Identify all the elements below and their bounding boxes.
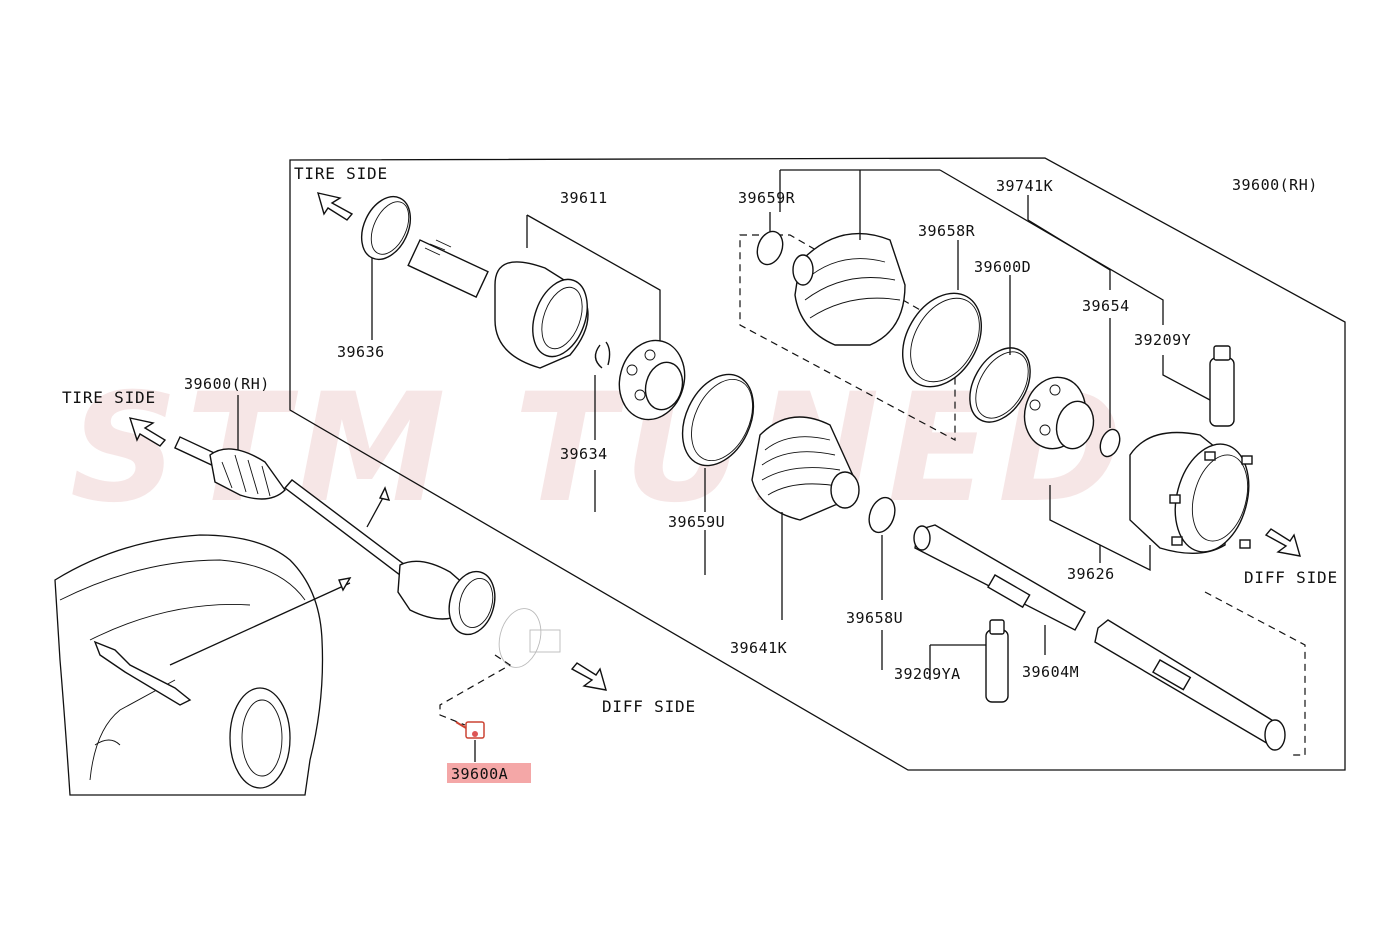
part-39658U-clamp[interactable]	[865, 494, 900, 536]
label-diff-side-right: DIFF SIDE	[1244, 568, 1338, 587]
label-39209Y: 39209Y	[1134, 331, 1191, 349]
label-diff-side-bottom: DIFF SIDE	[602, 697, 696, 716]
label-39741K: 39741K	[996, 177, 1053, 195]
dashed-outline-boot-group	[739, 234, 956, 442]
label-39658R: 39658R	[918, 222, 976, 240]
part-39604M-shaft[interactable]	[913, 524, 1086, 631]
part-inner-race-2[interactable]	[1017, 370, 1099, 455]
part-39659R-ring[interactable]	[753, 228, 787, 268]
arrow-tire-side-top-icon	[317, 192, 354, 221]
exploded-view-frame	[289, 157, 1346, 771]
part-39600A-bolt[interactable]	[455, 721, 485, 739]
part-39626-housing[interactable]	[1129, 431, 1260, 561]
part-shaft-lower[interactable]	[1094, 619, 1286, 751]
assembled-driveshaft-39600RH[interactable]	[173, 436, 502, 640]
arrow-up-right-icon	[366, 486, 391, 528]
part-39634-circlip[interactable]	[594, 341, 611, 369]
arrow-diff-side-bottom-icon	[570, 662, 607, 691]
label-39634: 39634	[560, 445, 608, 463]
label-39600RH-top: 39600(RH)	[1232, 176, 1318, 194]
label-39658U: 39658U	[846, 609, 903, 627]
label-39641K: 39641K	[730, 639, 787, 657]
part-boot-upper[interactable]	[792, 232, 906, 346]
part-39659U-band[interactable]	[669, 363, 768, 477]
ghost-differential-flange	[498, 608, 561, 668]
part-39658R-band[interactable]	[887, 279, 998, 401]
part-39600D-ring[interactable]	[957, 337, 1042, 432]
vehicle-silhouette	[54, 534, 352, 796]
label-39611: 39611	[560, 189, 608, 207]
label-39659U: 39659U	[668, 513, 725, 531]
label-39626: 39626	[1067, 565, 1115, 583]
part-39641K-boot[interactable]	[751, 416, 860, 521]
label-39600D: 39600D	[974, 258, 1031, 276]
part-39209Y-grease[interactable]	[1209, 345, 1235, 427]
label-tire-side-left: TIRE SIDE	[62, 388, 156, 407]
label-39659R: 39659R	[738, 189, 796, 207]
label-39654: 39654	[1082, 297, 1130, 315]
part-39611-outer-joint[interactable]	[407, 239, 597, 369]
label-39600RH-left: 39600(RH)	[184, 375, 270, 393]
arrow-diff-side-right-icon	[1264, 528, 1301, 557]
part-39654-circlip[interactable]	[1097, 427, 1123, 459]
watermark: STM TUNED	[70, 362, 1130, 536]
label-tire-side-top: TIRE SIDE	[294, 164, 388, 183]
label-39600A[interactable]: 39600A	[451, 765, 508, 783]
part-39209YA-grease[interactable]	[985, 619, 1009, 703]
highlight-39600A	[447, 763, 531, 783]
label-39604M: 39604M	[1022, 663, 1079, 681]
part-39636-ring[interactable]	[352, 189, 420, 267]
part-inner-race-cage[interactable]	[611, 333, 694, 427]
label-39209YA: 39209YA	[894, 665, 961, 683]
label-39636: 39636	[337, 343, 385, 361]
arrow-tire-side-left-icon	[128, 417, 167, 447]
